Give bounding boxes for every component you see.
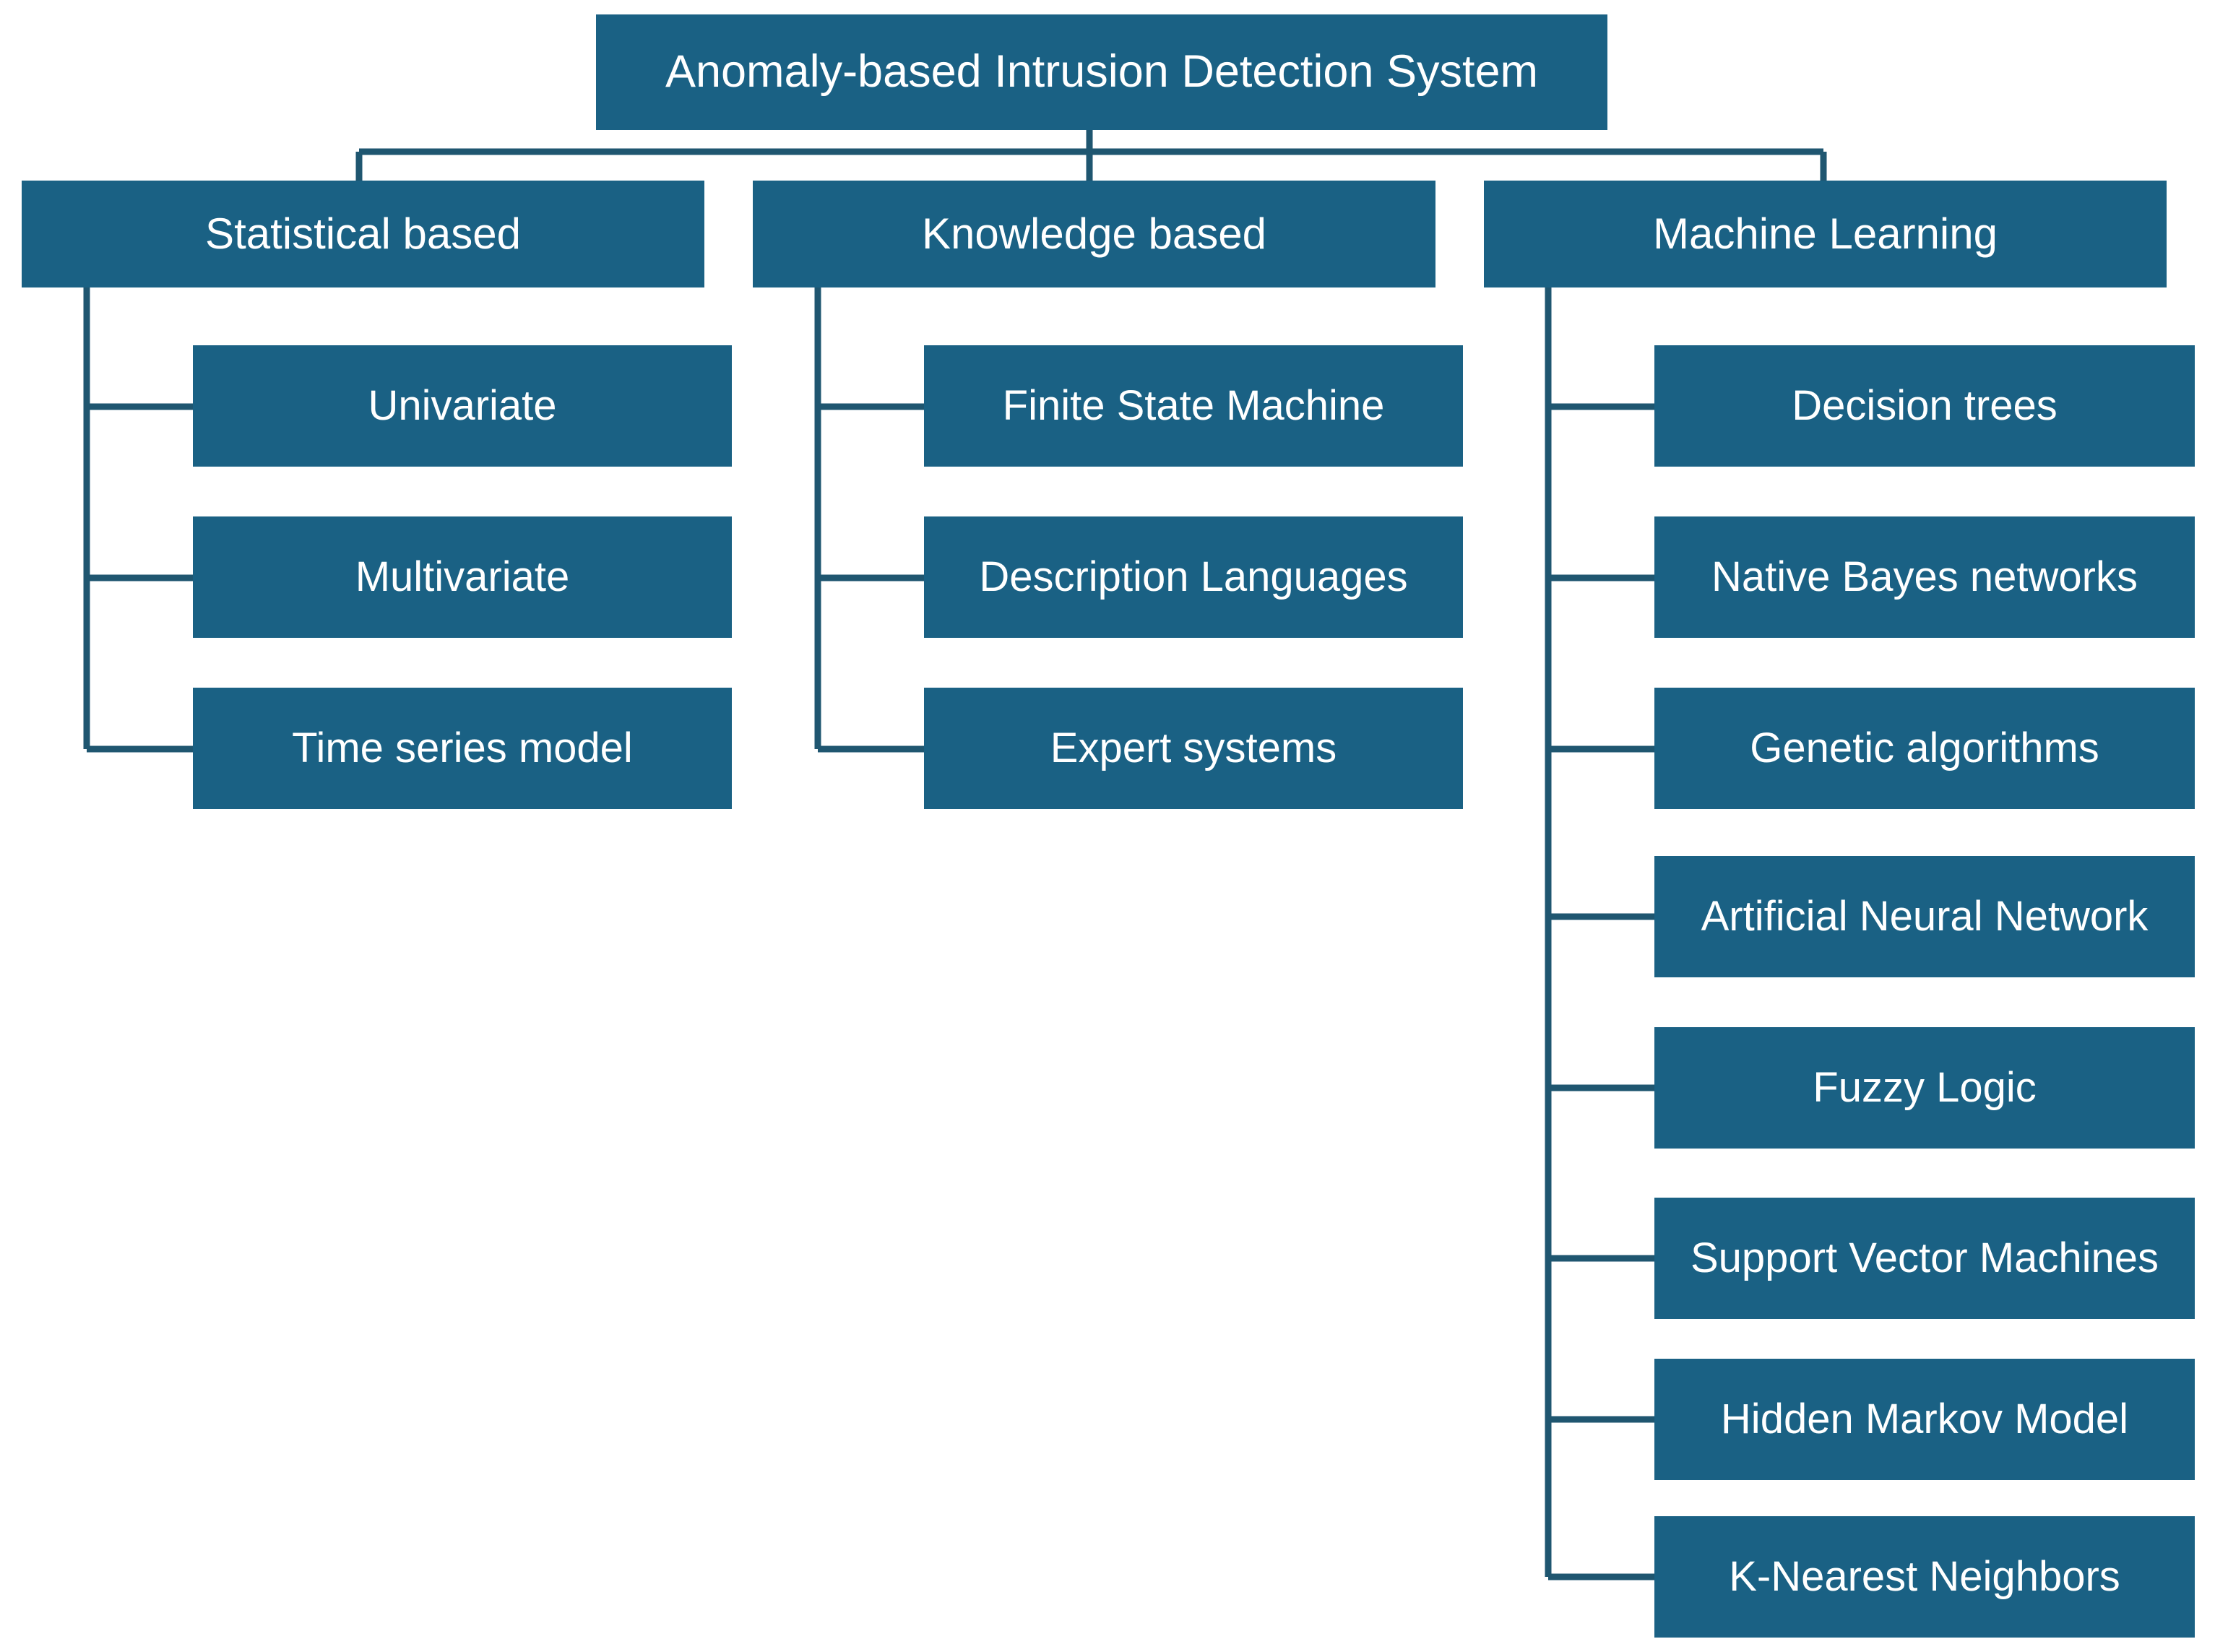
node-leaf-fuzzy-logic[interactable]: Fuzzy Logic — [1654, 1027, 2195, 1149]
node-label: Decision trees — [1792, 382, 2058, 430]
node-label: Multivariate — [355, 553, 570, 601]
node-label: Machine Learning — [1653, 209, 1998, 258]
node-label: Genetic algorithms — [1750, 725, 2099, 772]
node-label: Expert systems — [1050, 725, 1337, 772]
node-label: Time series model — [292, 725, 633, 772]
node-leaf-expert-systems[interactable]: Expert systems — [924, 688, 1463, 809]
node-leaf-support-vector-machines[interactable]: Support Vector Machines — [1654, 1198, 2195, 1319]
node-label: Native Bayes networks — [1711, 553, 2138, 601]
node-label: Finite State Machine — [1002, 382, 1385, 430]
node-label: Anomaly-based Intrusion Detection System — [665, 46, 1539, 98]
node-label: Description Languages — [979, 553, 1408, 601]
node-leaf-finite-state-machine[interactable]: Finite State Machine — [924, 345, 1463, 467]
node-leaf-genetic-algorithms[interactable]: Genetic algorithms — [1654, 688, 2195, 809]
node-leaf-hidden-markov-model[interactable]: Hidden Markov Model — [1654, 1359, 2195, 1480]
node-category-statistical-based[interactable]: Statistical based — [22, 181, 704, 287]
node-label: Knowledge based — [921, 209, 1267, 258]
node-leaf-k-nearest-neighbors[interactable]: K-Nearest Neighbors — [1654, 1516, 2195, 1638]
node-label: Univariate — [368, 382, 557, 430]
node-label: K-Nearest Neighbors — [1729, 1553, 2120, 1601]
node-label: Support Vector Machines — [1690, 1234, 2159, 1282]
node-label: Hidden Markov Model — [1720, 1396, 2129, 1443]
node-leaf-artificial-neural-network[interactable]: Artificial Neural Network — [1654, 856, 2195, 977]
node-leaf-description-languages[interactable]: Description Languages — [924, 516, 1463, 638]
node-category-knowledge-based[interactable]: Knowledge based — [753, 181, 1435, 287]
node-leaf-time-series-model[interactable]: Time series model — [193, 688, 732, 809]
node-leaf-multivariate[interactable]: Multivariate — [193, 516, 732, 638]
node-root-anomaly-based-ids[interactable]: Anomaly-based Intrusion Detection System — [596, 14, 1607, 130]
node-label: Fuzzy Logic — [1813, 1064, 2037, 1112]
node-leaf-decision-trees[interactable]: Decision trees — [1654, 345, 2195, 467]
node-leaf-univariate[interactable]: Univariate — [193, 345, 732, 467]
node-category-machine-learning[interactable]: Machine Learning — [1484, 181, 2167, 287]
node-leaf-native-bayes-networks[interactable]: Native Bayes networks — [1654, 516, 2195, 638]
node-label: Statistical based — [205, 209, 521, 258]
node-label: Artificial Neural Network — [1701, 893, 2149, 940]
